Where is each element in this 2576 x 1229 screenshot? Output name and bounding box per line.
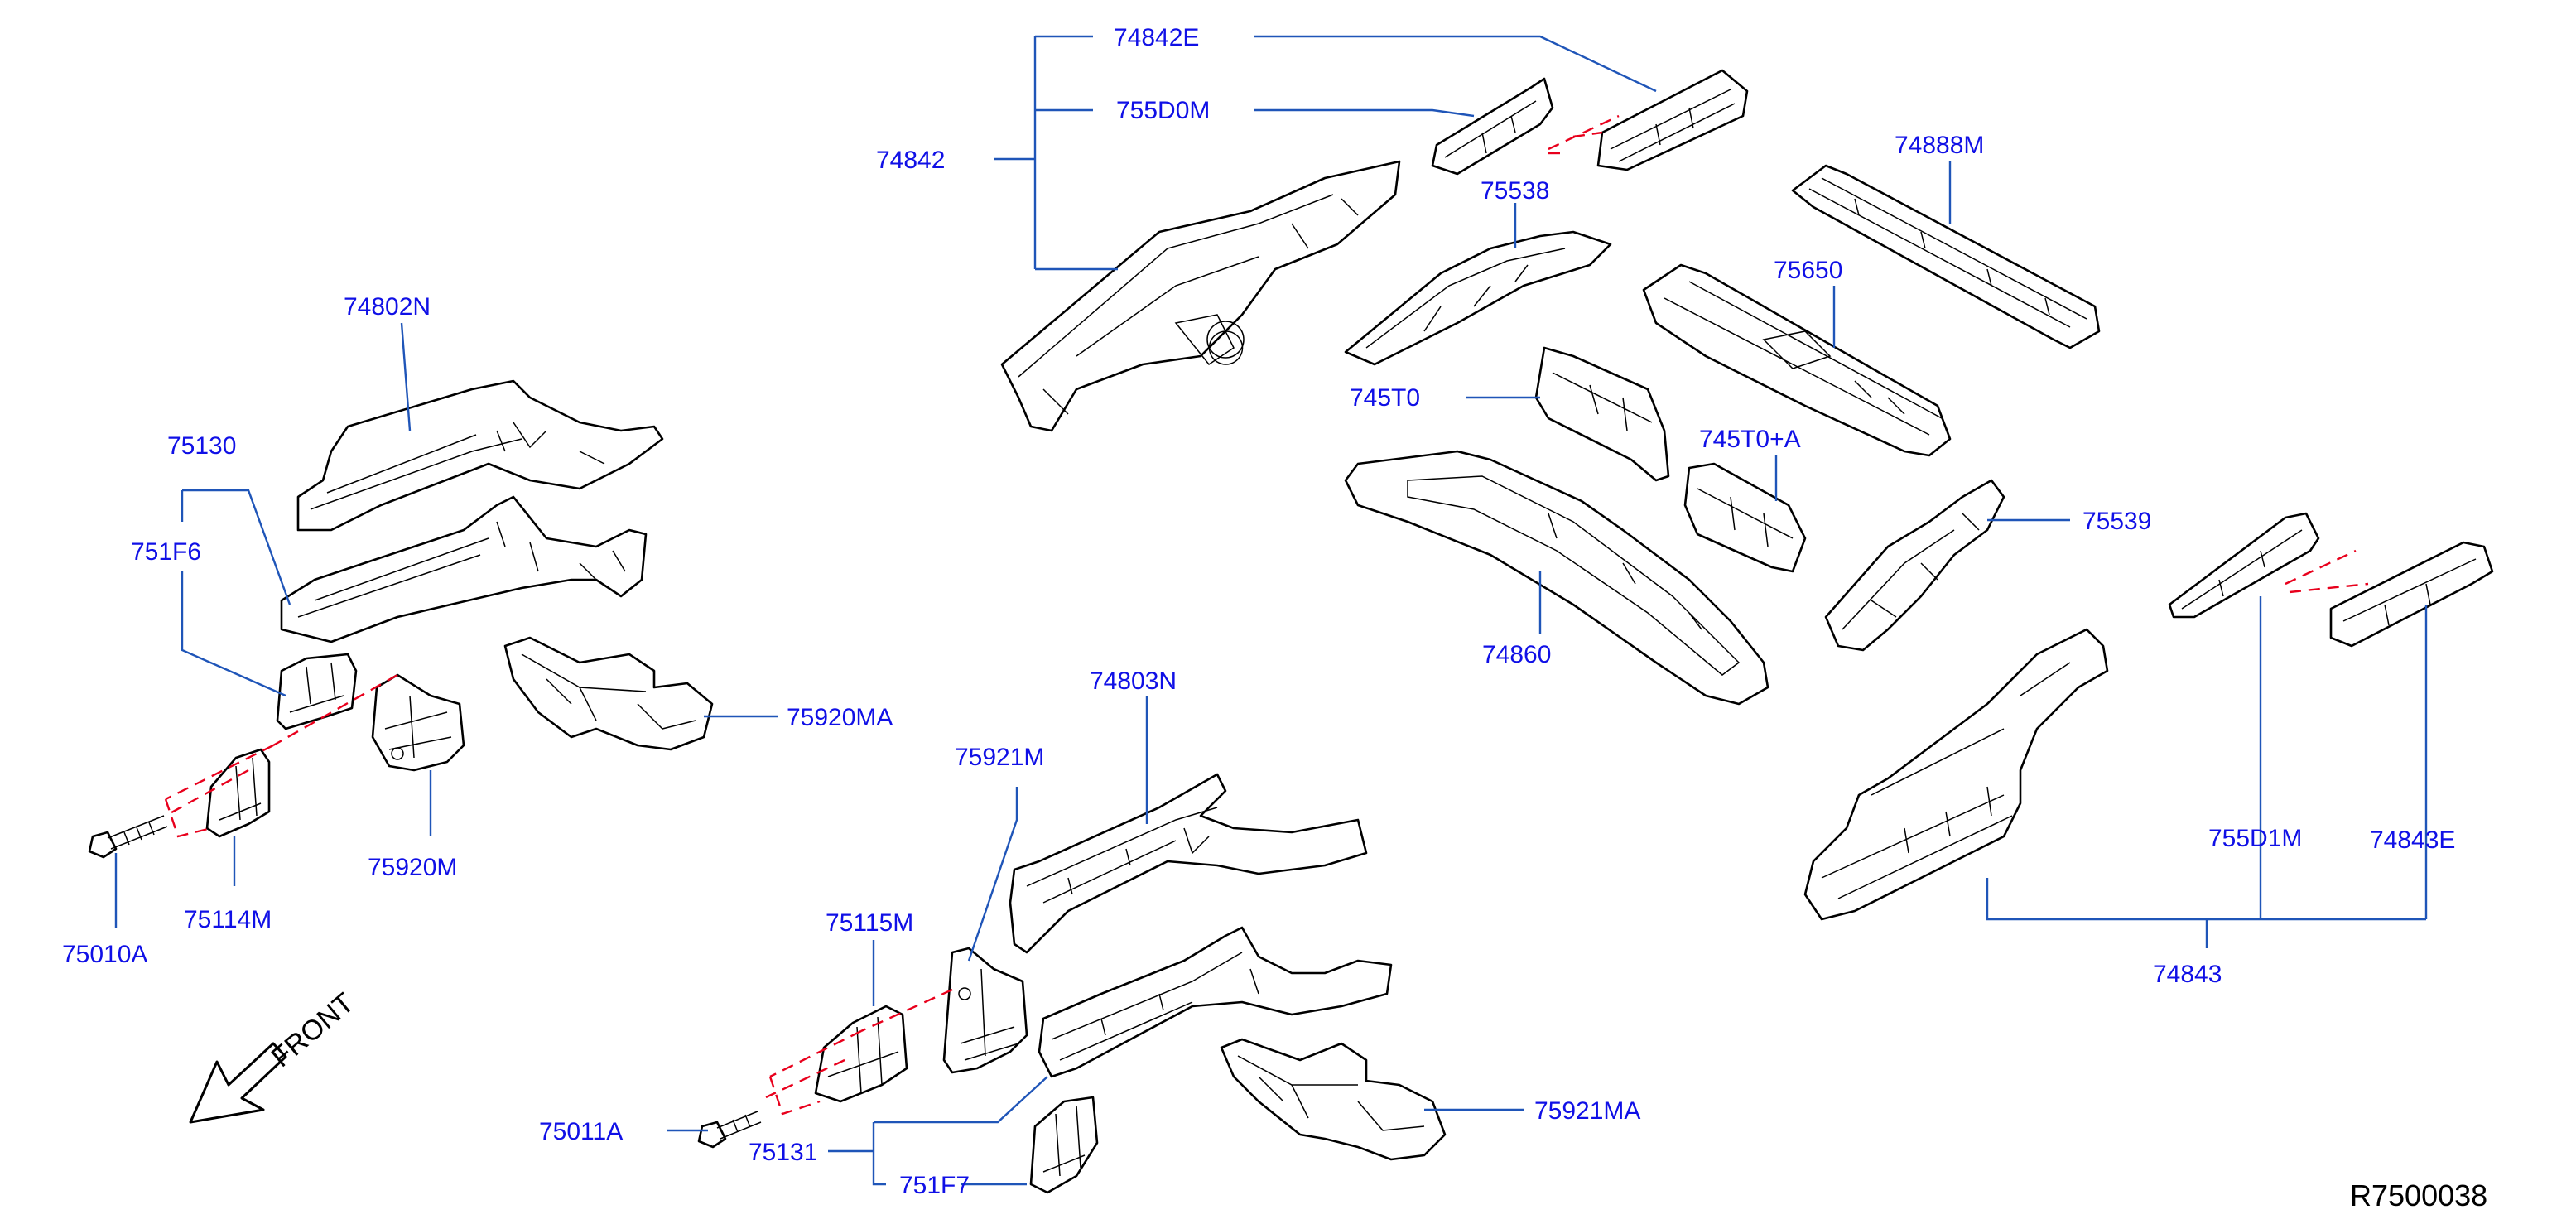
part-74802N-side-member[interactable] (296, 379, 664, 532)
label-75115M[interactable]: 75115M (826, 909, 913, 937)
label-75011A[interactable]: 75011A (539, 1118, 623, 1145)
label-74842[interactable]: 74842 (876, 147, 945, 174)
label-74843E[interactable]: 74843E (2370, 827, 2455, 854)
label-74803N[interactable]: 74803N (1090, 668, 1177, 695)
part-75921M-bracket[interactable] (942, 947, 1028, 1074)
label-75650[interactable]: 75650 (1774, 257, 1842, 284)
label-75921MA[interactable]: 75921MA (1534, 1097, 1640, 1125)
part-75115M-bracket[interactable] (814, 1005, 908, 1103)
part-755D0M-bracket[interactable] (1431, 77, 1554, 176)
part-75130-member[interactable] (280, 495, 648, 643)
label-75920MA[interactable]: 75920MA (787, 704, 893, 731)
part-751F7-bracket[interactable] (1029, 1096, 1099, 1194)
label-755D0M[interactable]: 755D0M (1116, 97, 1210, 124)
label-74842E[interactable]: 74842E (1114, 24, 1199, 51)
front-arrow-icon (189, 1042, 287, 1124)
label-745T0A[interactable]: 745T0+A (1699, 426, 1801, 453)
part-75131-member[interactable] (1038, 926, 1393, 1078)
label-755D1M[interactable]: 755D1M (2208, 825, 2302, 852)
part-74860-tunnel[interactable] (1344, 450, 1769, 706)
part-75114M-bracket[interactable] (205, 748, 271, 838)
part-74843-side-member[interactable] (1803, 628, 2109, 921)
part-751F6-bracket[interactable] (276, 653, 358, 730)
label-74802N[interactable]: 74802N (344, 293, 431, 321)
label-75130[interactable]: 75130 (167, 432, 236, 460)
part-74888M-cross-member[interactable] (1791, 164, 2101, 349)
label-751F6[interactable]: 751F6 (131, 538, 201, 566)
label-75920M[interactable]: 75920M (368, 854, 457, 881)
part-74843E-rail[interactable] (2329, 541, 2494, 648)
front-label: FRONT (266, 987, 360, 1073)
part-74803N-side-member[interactable] (1009, 773, 1368, 954)
label-75538[interactable]: 75538 (1481, 177, 1549, 205)
part-75539-member[interactable] (1824, 479, 2005, 652)
label-74888M[interactable]: 74888M (1895, 132, 1984, 159)
label-75921M[interactable]: 75921M (955, 744, 1044, 771)
part-75920M-bracket[interactable] (371, 673, 465, 772)
label-745T0[interactable]: 745T0 (1350, 384, 1420, 412)
label-75010A[interactable]: 75010A (62, 941, 147, 968)
label-751F7[interactable]: 751F7 (899, 1172, 970, 1199)
label-75131[interactable]: 75131 (749, 1139, 817, 1166)
part-75011A-bolt[interactable] (697, 1111, 762, 1149)
part-75010A-bolt[interactable] (88, 815, 168, 859)
label-74860[interactable]: 74860 (1482, 641, 1551, 668)
part-75921MA-member[interactable] (1220, 1038, 1447, 1161)
reference-code: R7500038 (2350, 1178, 2487, 1212)
part-74842-side-member[interactable] (1000, 160, 1401, 432)
label-75539[interactable]: 75539 (2082, 508, 2151, 535)
part-labels: 74842E 755D0M 74842 74888M 75538 75650 7… (62, 24, 2455, 1199)
part-745T0-panel[interactable] (1534, 346, 1670, 482)
front-indicator: FRONT (189, 987, 360, 1124)
assembly-dashed-lines (164, 114, 2369, 1116)
part-745T0A-panel[interactable] (1683, 462, 1807, 573)
part-755D1M-rail[interactable] (2168, 512, 2320, 619)
part-75538-member[interactable] (1344, 230, 1612, 366)
part-75920MA-member[interactable] (503, 636, 714, 751)
label-75114M[interactable]: 75114M (184, 906, 272, 933)
part-74842E-rail[interactable] (1596, 69, 1749, 171)
label-74843[interactable]: 74843 (2153, 961, 2222, 988)
part-75650-floor-panel[interactable] (1642, 263, 1952, 457)
leader-lines (114, 35, 2428, 1186)
